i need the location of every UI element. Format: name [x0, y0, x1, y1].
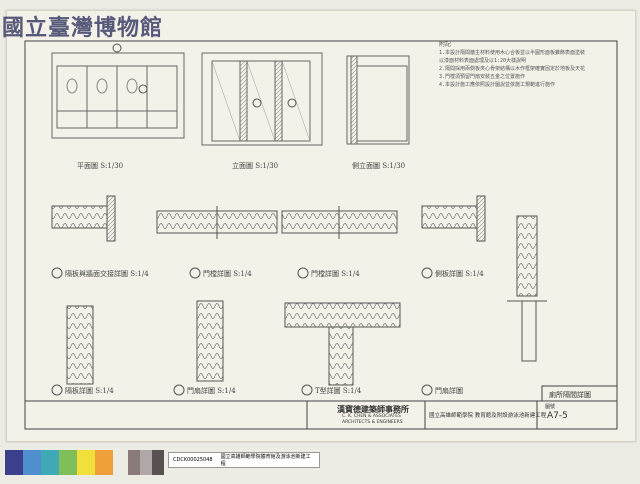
- drawing-no-label: 圖號: [545, 404, 556, 410]
- color-swatch: [59, 450, 77, 475]
- note-line: 1.本設計隔間牆主材料使用木心合板並以半圓形面板錐飾表面塗裝: [439, 50, 586, 56]
- drawing-number: A7-5: [547, 411, 568, 421]
- side-elevation-caption: 側立面圖 S:1/30: [352, 162, 406, 170]
- general-notes: 附記 1.本設計隔間牆主材料使用木心合板並以半圓形面板錐飾表面塗裝 以漆面材料表…: [439, 41, 614, 89]
- drawing-sheet: 附記 1.本設計隔間牆主材料使用木心合板並以半圓形面板錐飾表面塗裝 以漆面材料表…: [6, 10, 636, 442]
- gray-swatch: [140, 450, 152, 475]
- color-swatch: [5, 450, 23, 475]
- note-line: 4.本設計施工應依照設計圖說並依施工規範進行施作: [439, 82, 556, 88]
- note-line: 以漆面材料表面處理及以1:20大樣說明: [439, 58, 527, 64]
- color-calibration-chart: [5, 450, 113, 475]
- archive-id: CDCK00025048: [173, 457, 213, 463]
- note-line: 3.門樘須預留門扇安裝五金之位置施作: [439, 74, 526, 80]
- plan-caption: 平面圖 S:1/30: [77, 162, 124, 170]
- gray-swatch: [152, 450, 164, 475]
- color-swatch: [23, 450, 41, 475]
- detail-caption-8: 門扇詳圖: [435, 387, 463, 395]
- detail-row-1: [51, 195, 547, 362]
- elevation-view: [201, 52, 323, 146]
- detail-caption-3: 門樘詳圖 S:1/4: [311, 270, 360, 278]
- project-name: 國立高雄師範學院 教育館及附設游泳池新建工程: [429, 413, 547, 419]
- detail-markers: [51, 267, 433, 396]
- detail-caption-7: T型詳圖 S:1/4: [315, 387, 362, 395]
- plan-view: [51, 43, 185, 139]
- gray-swatch: [128, 450, 140, 475]
- detail-caption-5: 隔板詳圖 S:1/4: [65, 387, 114, 395]
- color-swatch: [77, 450, 95, 475]
- color-swatch: [95, 450, 113, 475]
- firm-name-en-2: ARCHITECTS & ENGINEERS: [342, 420, 403, 425]
- detail-row-2: [66, 300, 401, 386]
- archive-label: CDCK00025048 國立高雄師範學院體育館及游泳池新建工程: [168, 452, 320, 468]
- notes-title: 附記: [439, 41, 452, 48]
- note-line: 2.隔間採用兩側板夾心骨架結構以木作框架確實固定於地板及天花: [439, 66, 586, 72]
- gray-calibration-chart: [128, 450, 164, 475]
- firm-name-en-1: C. K. CHEN & ASSOCIATES: [342, 414, 401, 419]
- detail-caption-4: 側板詳圖 S:1/4: [435, 270, 484, 278]
- sheet-title: 廁所隔間詳圖: [549, 391, 591, 399]
- museum-watermark: 國立臺灣博物館: [2, 15, 164, 41]
- detail-caption-1: 隔板與牆面交接詳圖 S:1/4: [65, 270, 149, 278]
- firm-name: 漢寶德建築師事務所: [337, 405, 409, 414]
- side-elevation-view: [346, 55, 410, 145]
- title-block-frame: [306, 385, 618, 429]
- archive-title: 國立高雄師範學院體育館及游泳池新建工程: [220, 454, 311, 467]
- architectural-drawing: [24, 40, 618, 430]
- detail-caption-2: 門樘詳圖 S:1/4: [203, 270, 252, 278]
- elevation-caption: 立面圖 S:1/30: [232, 162, 279, 170]
- color-swatch: [41, 450, 59, 475]
- detail-caption-6: 門扇詳圖 S:1/4: [187, 387, 236, 395]
